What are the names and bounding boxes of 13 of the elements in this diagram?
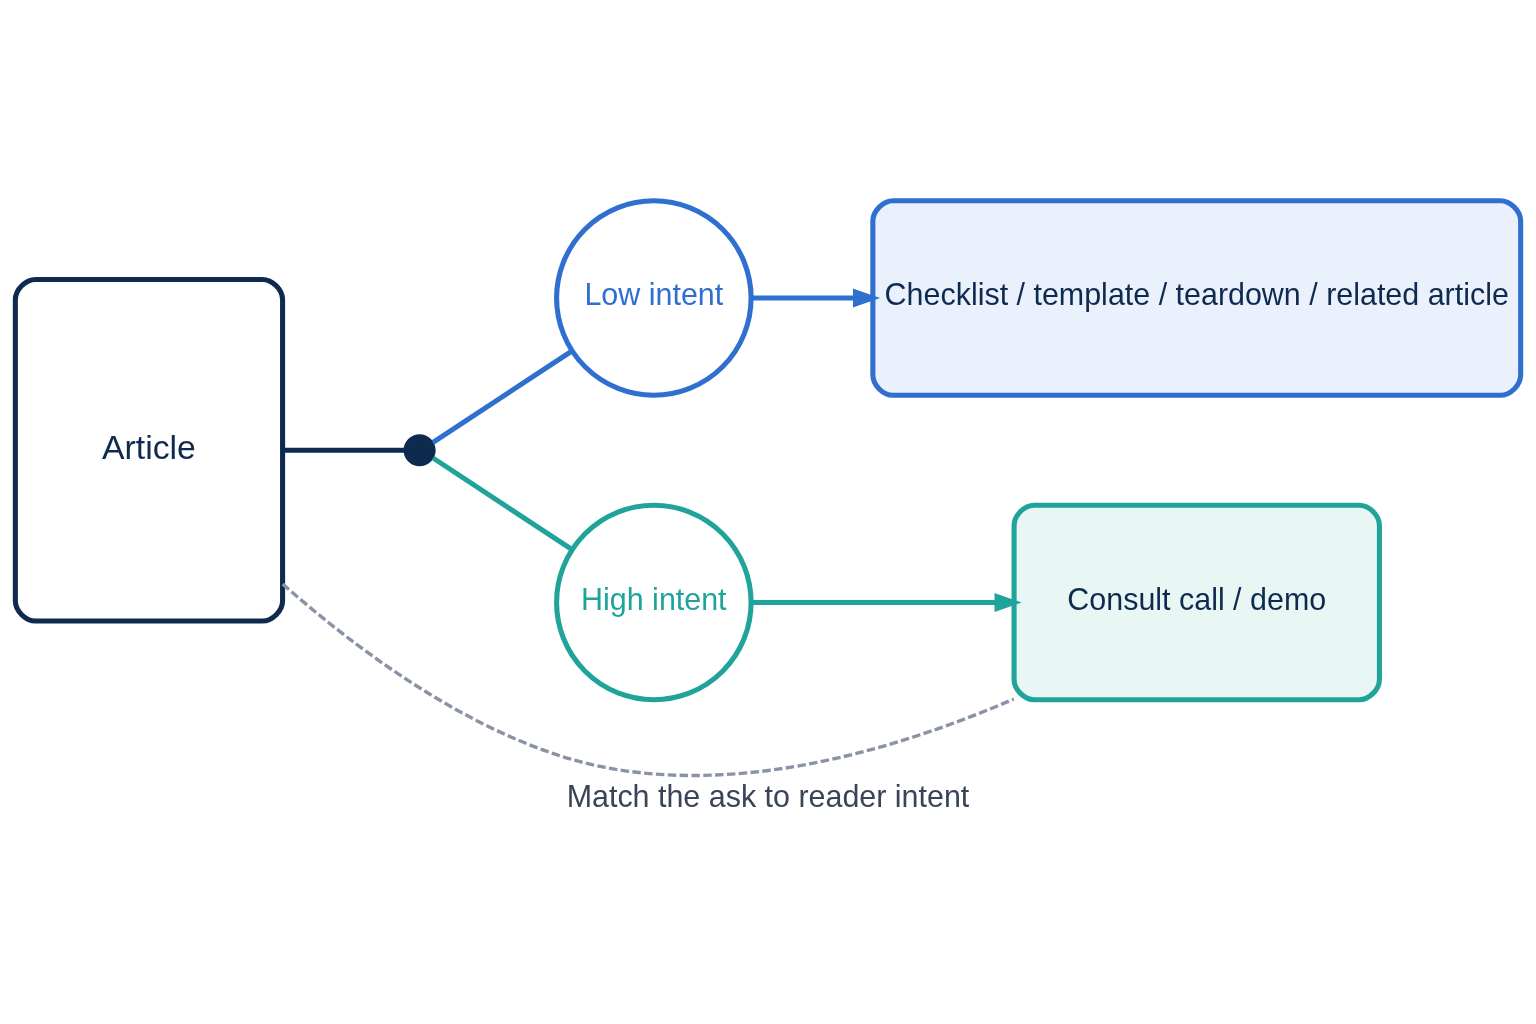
connector bbox=[281, 582, 1015, 777]
connector bbox=[431, 348, 574, 445]
node-circle: Low intent bbox=[554, 198, 754, 398]
node-box: Checklist / template / teardown / related article bbox=[870, 198, 1524, 398]
connector bbox=[431, 455, 574, 552]
node-box: Consult call / demo bbox=[1011, 502, 1382, 703]
node-circle bbox=[403, 434, 436, 467]
node-box: Article bbox=[12, 276, 286, 624]
arrow bbox=[751, 288, 881, 308]
arrow bbox=[751, 592, 1022, 612]
node-circle: High intent bbox=[554, 502, 754, 703]
caption: Match the ask to reader intent bbox=[566, 779, 970, 813]
connector bbox=[282, 447, 405, 453]
